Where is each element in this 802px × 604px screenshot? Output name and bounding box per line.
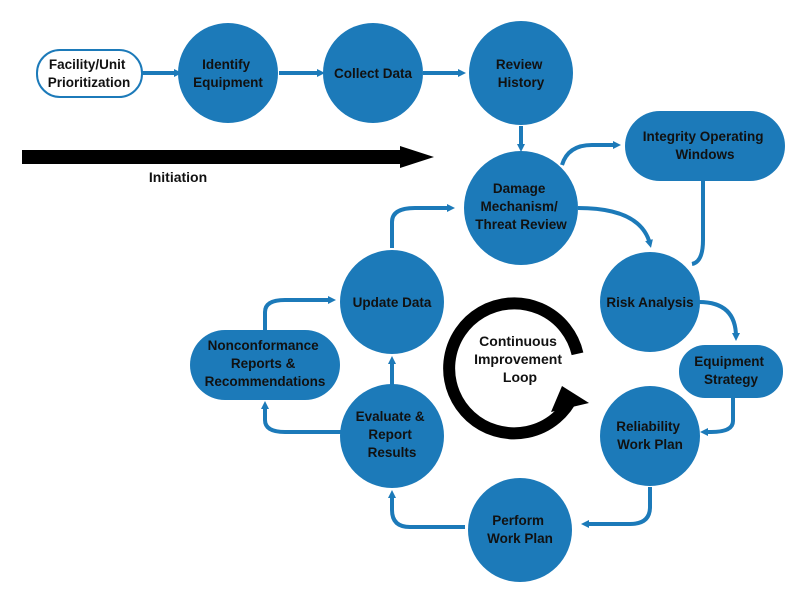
arrow-damage-to-iow: [560, 141, 621, 166]
node-collect-data: Collect Data: [323, 23, 423, 123]
svg-text:Reliability Work Plan: Reliability Work Plan: [616, 419, 684, 452]
svg-text:Risk Analysis: Risk Analysis: [606, 295, 693, 310]
svg-text:Review History: Review History: [496, 57, 546, 90]
node-integrity-operating-windows: Integrity Operating Windows: [625, 111, 785, 181]
node-review-history: Review History: [469, 21, 573, 125]
node-reliability-work-plan: Reliability Work Plan: [600, 386, 700, 486]
node-perform-work-plan: Perform Work Plan: [468, 478, 572, 582]
node-equipment-strategy: Equipment Strategy: [679, 345, 783, 398]
arrow-strategy-to-reliability: [700, 398, 735, 436]
node-evaluate-report-results: Evaluate & Report Results: [340, 384, 444, 488]
svg-text:Identify Equipment: Identify Equipment: [193, 57, 263, 90]
loop-arrowhead: [551, 386, 589, 412]
connectors: [142, 69, 740, 529]
arrow-reliability-to-perform: [581, 487, 652, 528]
svg-text:Equipment Strategy: Equipment Strategy: [694, 354, 768, 387]
initiation-arrow: [22, 146, 434, 168]
start-node: Facility/Unit Prioritization: [36, 49, 143, 98]
loop-arc: [443, 297, 584, 440]
svg-text:Perform Work Plan: Perform Work Plan: [487, 513, 553, 546]
svg-text:Collect Data: Collect Data: [334, 66, 413, 81]
continuous-improvement-loop: [443, 297, 589, 440]
svg-text:Integrity Operating Wind: Integrity Operating Windows: [643, 129, 768, 162]
node-identify-equipment: Identify Equipment: [178, 23, 278, 123]
svg-text:Facility/Unit Prioritiza: Facility/Unit Prioritization: [48, 57, 131, 90]
arrow-risk-to-iow: [691, 164, 707, 266]
arrow-risk-to-strategy: [698, 300, 740, 341]
node-update-data: Update Data: [340, 250, 444, 354]
arrow-evaluate-to-nonconf: [261, 401, 341, 434]
loop-label: Continuous Improvement Loop: [474, 333, 566, 385]
node-damage-mechanism: Damage Mechanism/ Threat Review: [464, 151, 578, 265]
svg-text:Nonconformance Reports &: Nonconformance Reports & Recommendations: [205, 338, 326, 389]
arrow-perform-to-evaluate: [388, 490, 465, 529]
svg-text:Damage Mechanism/: Damage Mechanism/ Threat Review: [475, 181, 567, 232]
svg-text:Evaluate & Report: Evaluate & Report Results: [356, 409, 429, 460]
svg-text:Update Data: Update Data: [353, 295, 432, 310]
initiation-label: Initiation: [149, 169, 207, 185]
arrow-damage-to-risk: [577, 206, 653, 248]
arrow-nonconf-to-update: [263, 296, 336, 338]
node-nonconformance-reports: Nonconformance Reports & Recommendations: [190, 330, 340, 400]
arrow-update-to-damage: [390, 204, 455, 248]
node-risk-analysis: Risk Analysis: [600, 252, 700, 352]
